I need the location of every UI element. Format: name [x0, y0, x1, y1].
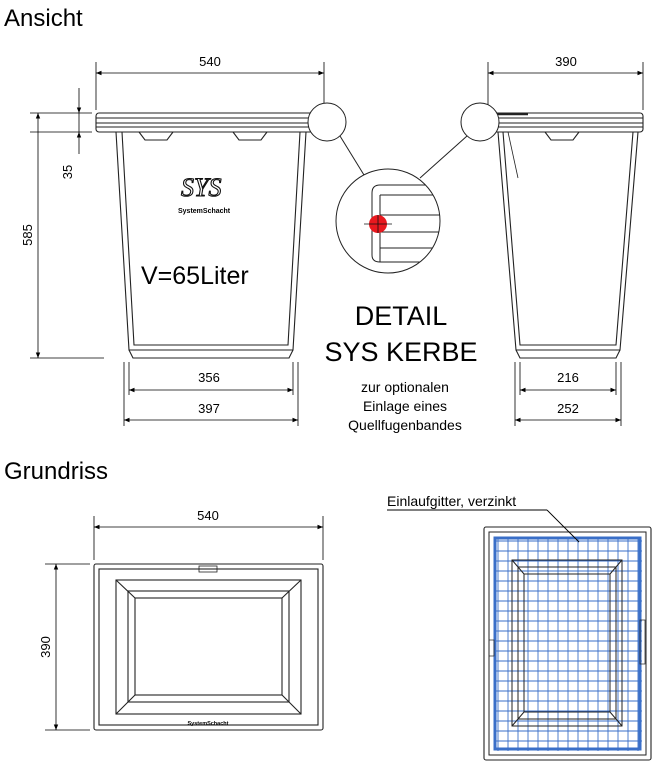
detail-marker-side [460, 102, 500, 142]
front-dimensions [30, 62, 325, 426]
dim-front-bottom-outer: 397 [198, 401, 220, 416]
side-handle [544, 131, 580, 141]
volume-label: V=65Liter [141, 262, 249, 290]
side-dimensions [487, 62, 644, 426]
side-elevation [487, 112, 644, 359]
dim-plan-depth: 390 [38, 636, 53, 658]
plan-dimensions [45, 516, 324, 731]
grate-label: Einlaufgitter, verzinkt [387, 493, 516, 509]
dim-front-width: 540 [199, 54, 221, 69]
systemschacht-logo: SYS SystemSchacht [178, 172, 231, 215]
front-base [128, 349, 294, 359]
dim-plan-width: 540 [197, 508, 219, 523]
grate-inner-frame [511, 559, 623, 727]
side-base [515, 349, 621, 359]
detail-title-2: SYS KERBE [324, 337, 477, 367]
detail-note-1: zur optionalen [361, 379, 449, 395]
plan-logo-text: SystemSchacht [188, 721, 229, 727]
heading-ansicht: Ansicht [4, 5, 83, 32]
dim-rim-height: 35 [60, 165, 75, 179]
detail-note-2: Einlage eines [363, 398, 447, 414]
plan-opening [134, 597, 283, 696]
dim-total-height: 585 [20, 224, 35, 246]
dim-side-width: 390 [555, 54, 577, 69]
grate-leader [387, 509, 580, 543]
dim-side-bottom-outer: 252 [557, 401, 579, 416]
front-handle-right [232, 131, 268, 141]
grate-plan [483, 526, 652, 761]
plan-frame [115, 579, 302, 715]
dim-side-bottom-inner: 216 [557, 370, 579, 385]
grate-outer-frame [483, 526, 652, 761]
plan-outer-rim [93, 563, 324, 731]
detail-note-3: Quellfugenbandes [348, 417, 462, 433]
front-handle-left [138, 131, 174, 141]
front-body [115, 131, 307, 351]
dim-front-bottom-inner: 356 [198, 370, 220, 385]
detail-callout [307, 102, 500, 274]
detail-title-1: DETAIL [355, 301, 448, 331]
logo-text: SystemSchacht [178, 208, 231, 215]
front-elevation [95, 112, 325, 359]
logo-mark: SYS [181, 173, 221, 202]
heading-grundriss: Grundriss [4, 458, 108, 485]
detail-marker-front [307, 102, 347, 142]
plan-view [93, 563, 324, 731]
side-body [497, 131, 639, 351]
